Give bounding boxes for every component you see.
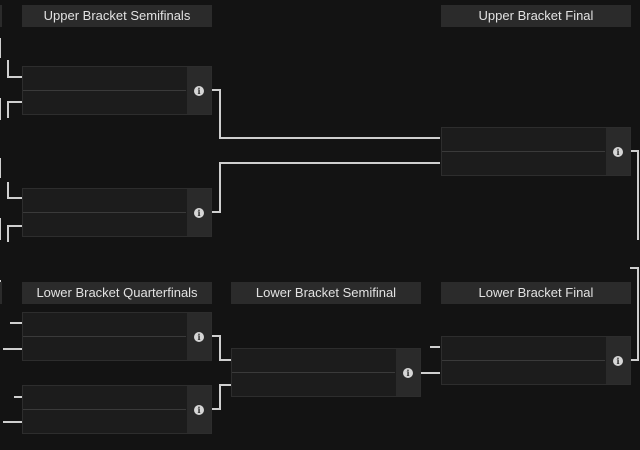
info-icon: i xyxy=(613,355,623,366)
header-upper-semifinals: Upper Bracket Semifinals xyxy=(22,5,212,27)
info-icon: i xyxy=(403,367,413,378)
match-info-button[interactable]: i xyxy=(396,349,420,396)
team-slot-2[interactable] xyxy=(23,91,186,114)
team-slot-2[interactable] xyxy=(442,152,605,175)
team-slot-1[interactable] xyxy=(23,67,186,91)
match-upper-semifinal-1[interactable]: i xyxy=(22,66,212,115)
match-info-button[interactable]: i xyxy=(187,386,211,433)
match-lower-final[interactable]: i xyxy=(441,336,631,385)
team-slot-1[interactable] xyxy=(442,128,605,152)
info-icon: i xyxy=(194,207,204,218)
header-lower-final: Lower Bracket Final xyxy=(441,282,631,304)
info-icon: i xyxy=(613,146,623,157)
match-lower-quarterfinal-2[interactable]: i xyxy=(22,385,212,434)
header-edge-upper xyxy=(0,5,2,27)
team-slot-1[interactable] xyxy=(23,386,186,410)
match-upper-final[interactable]: i xyxy=(441,127,631,176)
match-info-button[interactable]: i xyxy=(187,313,211,360)
header-upper-final: Upper Bracket Final xyxy=(441,5,631,27)
team-slot-1[interactable] xyxy=(442,337,605,361)
match-info-button[interactable]: i xyxy=(187,189,211,236)
match-info-button[interactable]: i xyxy=(606,337,630,384)
team-slot-1[interactable] xyxy=(23,189,186,213)
match-info-button[interactable]: i xyxy=(606,128,630,175)
info-icon: i xyxy=(194,85,204,96)
team-slot-1[interactable] xyxy=(232,349,395,373)
match-lower-semifinal[interactable]: i xyxy=(231,348,421,397)
header-lower-semifinal: Lower Bracket Semifinal xyxy=(231,282,421,304)
header-edge-lower xyxy=(0,282,2,304)
team-slot-2[interactable] xyxy=(232,373,395,396)
match-lower-quarterfinal-1[interactable]: i xyxy=(22,312,212,361)
match-info-button[interactable]: i xyxy=(187,67,211,114)
team-slot-2[interactable] xyxy=(23,410,186,433)
match-upper-semifinal-2[interactable]: i xyxy=(22,188,212,237)
header-lower-quarterfinals: Lower Bracket Quarterfinals xyxy=(22,282,212,304)
team-slot-2[interactable] xyxy=(23,213,186,236)
info-icon: i xyxy=(194,404,204,415)
team-slot-2[interactable] xyxy=(442,361,605,384)
info-icon: i xyxy=(194,331,204,342)
team-slot-1[interactable] xyxy=(23,313,186,337)
team-slot-2[interactable] xyxy=(23,337,186,360)
